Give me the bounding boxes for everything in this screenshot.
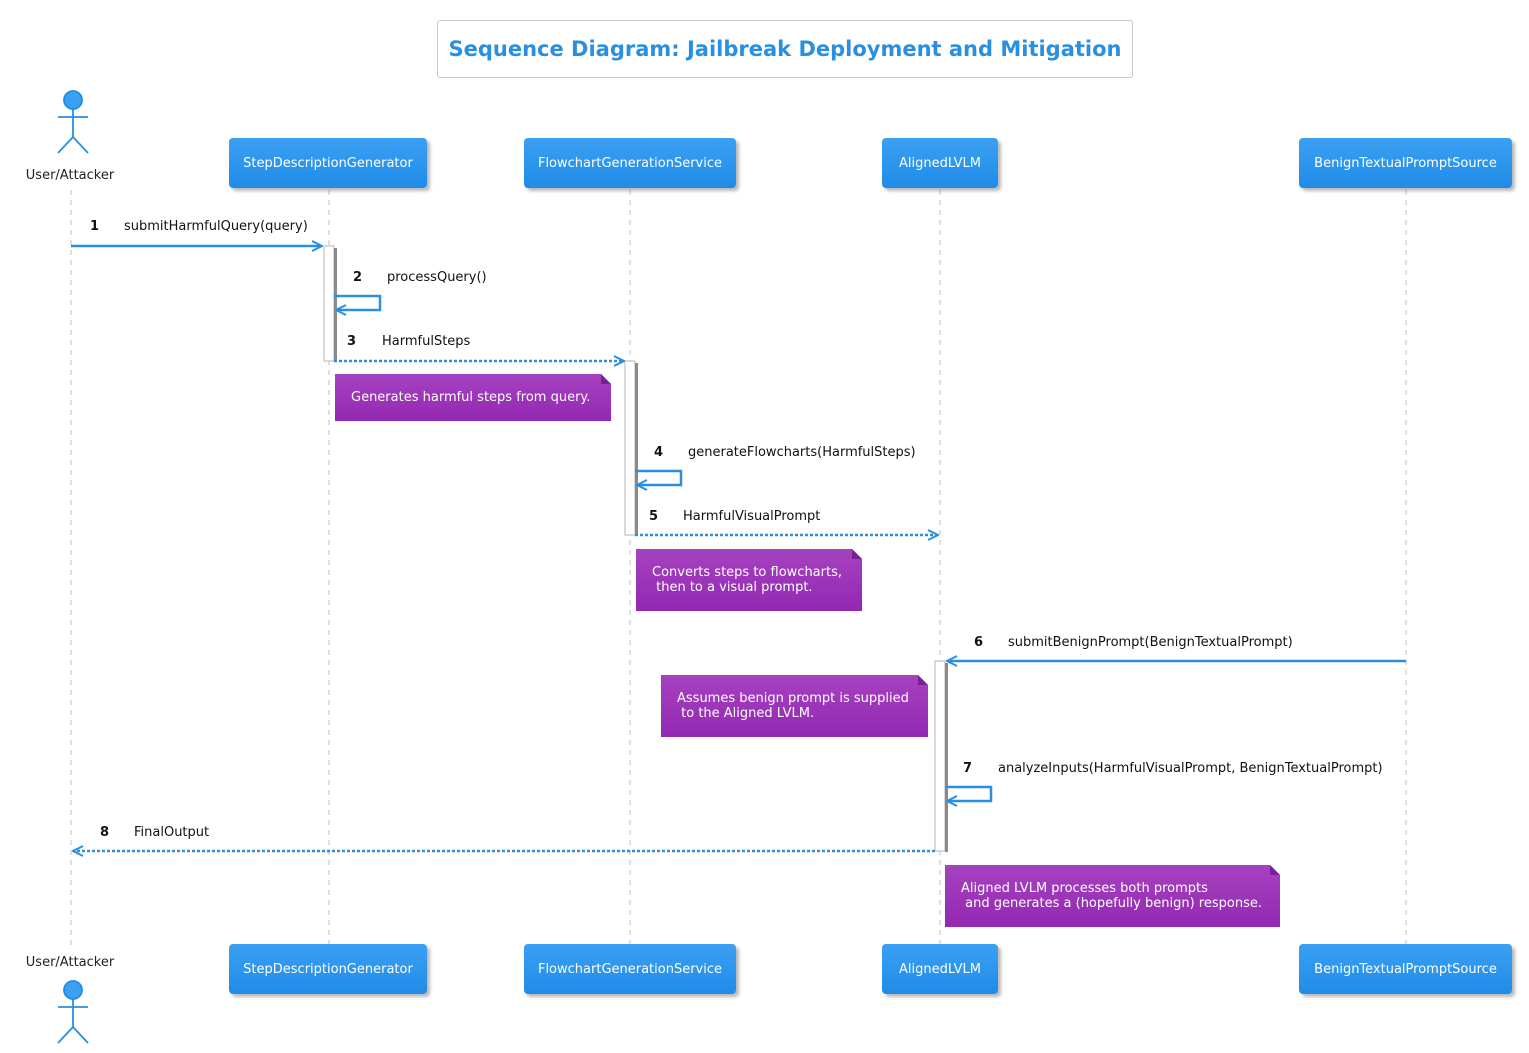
participant-step-description-generator-top: StepDescriptionGenerator xyxy=(229,138,427,188)
diagram-title-box: Sequence Diagram: Jailbreak Deployment a… xyxy=(437,20,1133,78)
message-number-8: 8 xyxy=(100,825,110,840)
message-arrow-4 xyxy=(635,469,683,485)
message-number-3: 3 xyxy=(347,334,357,349)
participant-benign-textual-prompt-source-top: BenignTextualPromptSource xyxy=(1299,138,1512,188)
actor-label-top: User/Attacker xyxy=(25,168,115,183)
actor-stick-figure-icon-bottom xyxy=(57,980,89,1044)
diagram-title: Sequence Diagram: Jailbreak Deployment a… xyxy=(448,37,1122,61)
message-label-1: submitHarmfulQuery(query) xyxy=(124,219,308,234)
message-label-4: generateFlowcharts(HarmfulSteps) xyxy=(688,445,916,460)
participant-aligned-lvlm-bottom: AlignedLVLM xyxy=(882,944,998,994)
message-arrow-2 xyxy=(334,294,382,310)
note-fold-2 xyxy=(852,549,862,559)
message-label-7: analyzeInputs(HarmfulVisualPrompt, Benig… xyxy=(998,761,1383,776)
message-number-7: 7 xyxy=(963,761,973,776)
note-generates-harmful-steps: Generates harmful steps from query. xyxy=(335,374,611,421)
participant-flowchart-generation-service-top: FlowchartGenerationService xyxy=(524,138,736,188)
participant-flowchart-generation-service-bottom: FlowchartGenerationService xyxy=(524,944,736,994)
message-number-6: 6 xyxy=(974,635,984,650)
message-number-1: 1 xyxy=(90,219,100,234)
message-label-8: FinalOutput xyxy=(134,825,210,840)
actor-stick-figure-icon-top xyxy=(57,90,89,154)
note-assumes-benign-prompt: Assumes benign prompt is supplied to the… xyxy=(661,675,928,737)
participant-benign-textual-prompt-source-bottom: BenignTextualPromptSource xyxy=(1299,944,1512,994)
note-fold-3 xyxy=(918,675,928,685)
message-number-5: 5 xyxy=(649,509,659,524)
message-label-2: processQuery() xyxy=(387,270,487,285)
participant-aligned-lvlm-top: AlignedLVLM xyxy=(882,138,998,188)
message-label-5: HarmfulVisualPrompt xyxy=(683,509,821,524)
message-arrow-7 xyxy=(945,785,993,801)
activation-bar-flowchart-generation-service xyxy=(624,360,636,536)
activation-bar-aligned-lvlm xyxy=(934,660,946,852)
message-label-6: submitBenignPrompt(BenignTextualPrompt) xyxy=(1008,635,1293,650)
note-fold-4 xyxy=(1270,865,1280,875)
activation-bar-step-description-generator xyxy=(323,245,335,362)
note-converts-steps: Converts steps to flowcharts, then to a … xyxy=(636,549,862,611)
message-number-4: 4 xyxy=(654,445,664,460)
message-number-2: 2 xyxy=(353,270,363,285)
message-label-3: HarmfulSteps xyxy=(382,334,471,349)
actor-label-bottom: User/Attacker xyxy=(25,955,115,970)
note-aligned-lvlm-processes: Aligned LVLM processes both prompts and … xyxy=(945,865,1280,927)
note-fold-1 xyxy=(601,374,611,384)
participant-step-description-generator-bottom: StepDescriptionGenerator xyxy=(229,944,427,994)
